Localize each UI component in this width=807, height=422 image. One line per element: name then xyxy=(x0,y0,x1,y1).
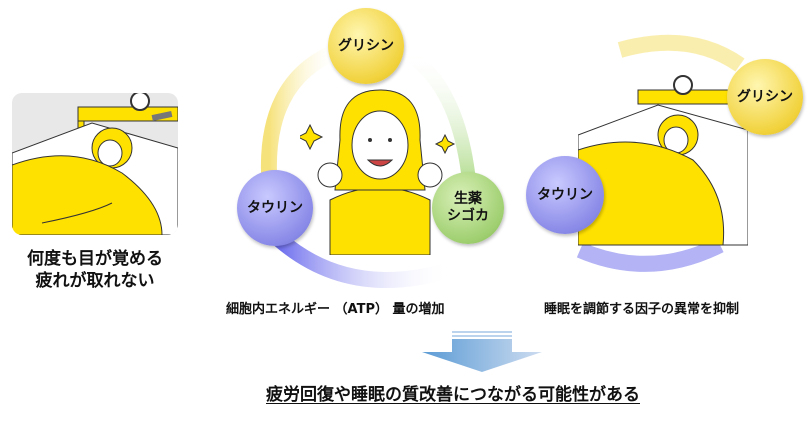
taurine-circle: タウリン xyxy=(237,170,313,246)
down-arrow-icon xyxy=(422,331,542,372)
glycine-circle-right: グリシン xyxy=(727,59,803,135)
sleep-swoosh xyxy=(576,34,745,272)
energy-effect-text: 細胞内エネルギー （ATP） 量の増加 xyxy=(226,302,445,317)
herb-shigoka-circle: 生薬 シゴカ xyxy=(432,172,504,244)
energetic-woman-illustration xyxy=(300,89,456,255)
glycine-circle: グリシン xyxy=(328,8,404,84)
good-sleep-illustration xyxy=(578,75,748,246)
cycle-swoosh xyxy=(260,42,477,288)
taurine-circle-right: タウリン xyxy=(526,156,604,234)
sleep-effect-text: 睡眠を調節する因子の異常を抑制 xyxy=(544,302,740,317)
troubled-sleep-illustration xyxy=(12,93,178,235)
conclusion-text: 疲労回復や睡眠の質改善につながる可能性がある xyxy=(266,385,640,405)
problem-caption: 何度も目が覚める 疲れが取れない xyxy=(27,249,163,291)
